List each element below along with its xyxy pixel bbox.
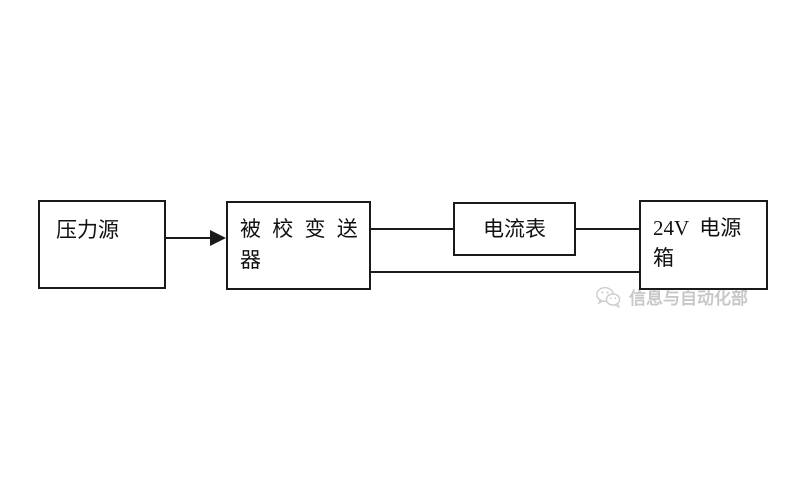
wechat-icon [596, 286, 622, 308]
block-24v-power-supply-label: 24V 电源箱 [653, 215, 742, 270]
block-pressure-source-label: 压力源 [56, 218, 119, 243]
block-24v-power-supply[interactable]: 24V 电源箱 [639, 200, 768, 290]
connector-ammeter-to-power-supply [574, 228, 641, 230]
connector-transmitter-to-ammeter [370, 228, 455, 230]
block-pressure-source[interactable]: 压力源 [38, 200, 166, 289]
arrowhead-icon [210, 230, 226, 246]
connector-transmitter-to-power-supply [370, 271, 641, 273]
block-transmitter-under-calibration[interactable]: 被 校 变 送 器 [226, 201, 371, 290]
block-transmitter-under-calibration-label: 被 校 变 送 器 [240, 217, 369, 272]
block-ammeter[interactable]: 电流表 [453, 202, 576, 256]
block-ammeter-label: 电流表 [483, 216, 546, 241]
connector-source-to-transmitter [166, 237, 214, 239]
